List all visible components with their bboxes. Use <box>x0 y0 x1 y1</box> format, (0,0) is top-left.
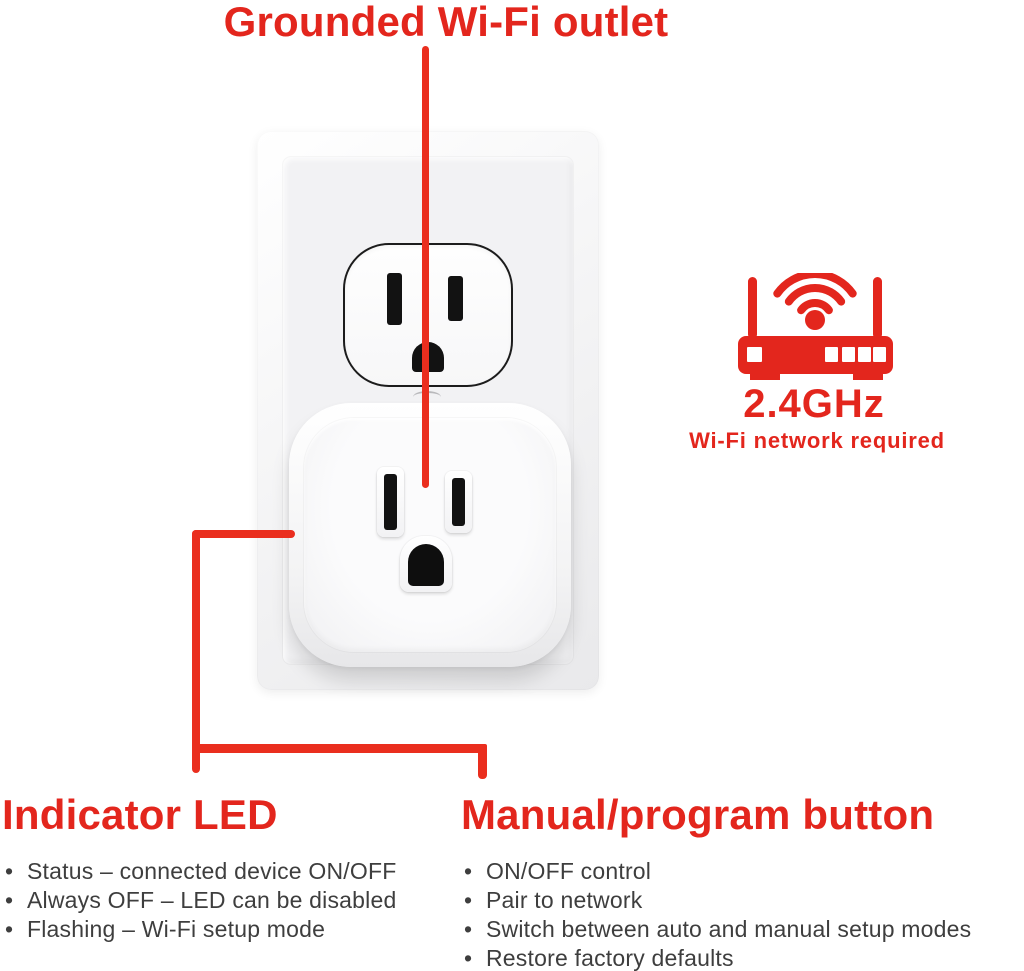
page-title: Grounded Wi-Fi outlet <box>223 0 669 45</box>
indicator-led-heading: Indicator LED <box>2 791 278 838</box>
list-item: Status – connected device ON/OFF <box>2 857 396 886</box>
plug-ground-hole <box>408 544 444 586</box>
frequency-label: 2.4GHz <box>743 382 885 426</box>
indicator-led-bullet-list: Status – connected device ON/OFF Always … <box>2 857 396 944</box>
leader-line-button-stub <box>478 744 487 779</box>
leader-line-led-horizontal <box>192 530 295 538</box>
outlet-neutral-slot <box>387 273 402 325</box>
plug-hot-recess <box>445 471 472 533</box>
router-caption: Wi-Fi network required <box>689 428 945 453</box>
plug-hot-slot <box>452 478 465 526</box>
wifi-router-icon <box>738 269 893 381</box>
list-item: Restore factory defaults <box>461 944 971 971</box>
standard-outlet <box>343 243 513 387</box>
smart-plug <box>289 403 571 667</box>
plug-neutral-slot <box>384 474 397 530</box>
list-item: Pair to network <box>461 886 971 915</box>
manual-button-bullet-list: ON/OFF control Pair to network Switch be… <box>461 857 971 971</box>
smart-plug-face <box>304 418 556 652</box>
plug-neutral-recess <box>377 467 404 537</box>
list-item: Flashing – Wi-Fi setup mode <box>2 915 396 944</box>
outlet-hot-slot <box>448 276 463 321</box>
leader-line-led-vertical <box>192 530 200 773</box>
leader-line-bottom <box>192 744 487 753</box>
list-item: Switch between auto and manual setup mod… <box>461 915 971 944</box>
plug-ground-recess <box>400 536 452 592</box>
list-item: ON/OFF control <box>461 857 971 886</box>
manual-button-heading: Manual/program button <box>461 791 935 838</box>
leader-line-title <box>422 46 429 488</box>
list-item: Always OFF – LED can be disabled <box>2 886 396 915</box>
